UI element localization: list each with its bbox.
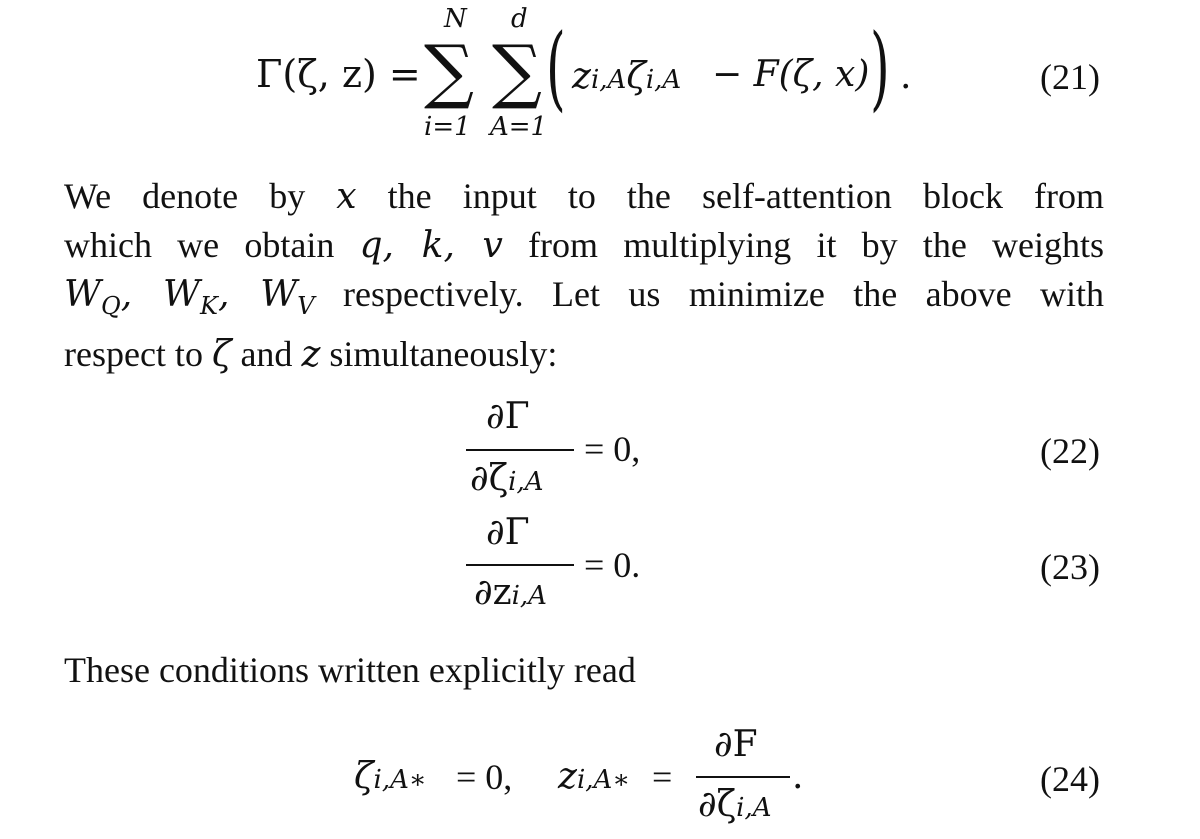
eq21-term1: zi,Aζi,A [572, 56, 681, 97]
p1-l1-b: the input to the self-attention block fr… [356, 176, 1104, 216]
eq21-sum2-lower: A=1 [490, 112, 548, 142]
eq22-denominator-sub: i,A [508, 467, 544, 497]
eq24-denominator-var: ∂ζ [698, 784, 737, 825]
eq24-zeta-sub: i,A∗ [373, 765, 427, 795]
eq21-sum2-symbol: ∑ [492, 30, 542, 112]
eq23-denominator: ∂zi,A [474, 572, 547, 613]
eq24-denominator-sub: i,A [736, 793, 772, 823]
eq24-numerator-text: ∂F [714, 724, 758, 765]
paragraph-1-line-1: We denote by x the input to the self-att… [64, 172, 1104, 221]
paragraph-1: We denote by x the input to the self-att… [64, 172, 1104, 379]
eq24-number: (24) [1040, 759, 1100, 799]
eq21-term1-var: z [572, 56, 591, 97]
p1-l4-c: simultaneously: [320, 334, 558, 375]
eq24-period: . [792, 756, 804, 797]
eq21-sum1-lower: i=1 [424, 112, 471, 142]
p1-l3-wv-w: W [260, 274, 298, 315]
eq21-lhs: Γ(ζ, z) = [256, 52, 421, 96]
eq21-minus-f: − F(ζ, x) [712, 54, 870, 95]
eq21-term2-sub: i,A [645, 65, 682, 95]
eq23-number: (23) [1040, 547, 1100, 587]
eq24-numerator: ∂F [714, 724, 758, 765]
eq23-rhs: = 0. [584, 545, 641, 585]
eq21-sum1-upper: N [444, 4, 467, 34]
paragraph-1-line-3: WQ, WK, WV respectively. Let us minimize… [64, 270, 1104, 330]
eq23-denominator-var: ∂z [474, 572, 512, 613]
paragraph-2-line-1: These conditions written explicitly read [64, 650, 636, 690]
eq23-numerator: ∂Γ [486, 512, 530, 553]
p1-l1-a: We denote by [64, 176, 337, 216]
eq21-number: (21) [1040, 57, 1100, 97]
eq22-denominator: ∂ζi,A [470, 458, 544, 499]
p1-l4-zeta: ζ [211, 334, 232, 376]
p1-l2-a: which we obtain [64, 225, 360, 265]
eq22-denominator-var: ∂ζ [470, 458, 509, 499]
eq24-z-equals: = [652, 757, 673, 797]
eq21-term1-sub: i,A [590, 65, 627, 95]
paragraph-1-line-2: which we obtain q, k, v from multiplying… [64, 221, 1104, 270]
p1-l2-qkv: q, k, v [359, 225, 503, 266]
eq22-rhs: = 0, [584, 429, 641, 469]
paragraph-1-line-4: respect to ζ and z simultaneously: [64, 330, 1104, 379]
eq21-period: . [900, 56, 912, 97]
eq21-sum2-upper: d [511, 4, 528, 34]
eq21-lhs-text: Γ(ζ, z) = [256, 52, 421, 96]
p1-l3-b: respectively. Let us minimize the above … [314, 274, 1105, 314]
eq24-zeta-rhs: = 0, [456, 757, 513, 797]
eq24-z-var: z [558, 756, 577, 797]
p1-l4-a: respect to [64, 334, 212, 375]
eq22-number: (22) [1040, 431, 1100, 471]
p1-l4-b: and [231, 334, 302, 375]
eq24-z-sub: i,A∗ [576, 765, 630, 795]
eq21-sum1-symbol: ∑ [424, 30, 474, 112]
eq24-zeta: ζi,A∗ [354, 756, 427, 797]
eq22-numerator: ∂Γ [486, 396, 530, 437]
p1-l2-b: from multiplying it by the weights [502, 225, 1104, 265]
p1-l3-wk-sub: K [200, 292, 218, 321]
eq22-fraction-bar [466, 449, 574, 451]
eq21-paren-open: ( [546, 14, 566, 121]
eq23-denominator-sub: i,A [511, 581, 547, 611]
p1-l1-x: x [336, 176, 357, 217]
paragraph-2: These conditions written explicitly read [64, 646, 1104, 694]
p1-l3-wq-w: W [64, 274, 102, 315]
eq24-z: zi,A∗ [558, 756, 630, 797]
p1-l4-z: z [301, 334, 321, 376]
eq23-fraction-bar [466, 564, 574, 566]
eq24-denominator: ∂ζi,A [698, 784, 772, 825]
p1-l3-wk-w: W [163, 274, 201, 315]
eq24-zeta-var: ζ [354, 756, 374, 797]
p1-l3-wv-sub: V [297, 292, 315, 321]
eq24-fraction-bar [696, 776, 790, 778]
p1-l3-weights: WQ, WK, WV [64, 274, 315, 321]
p1-l3-wq-sub: Q [101, 292, 121, 321]
eq21-paren-close: ) [870, 14, 890, 121]
eq21-term2-var: ζ [626, 56, 646, 97]
